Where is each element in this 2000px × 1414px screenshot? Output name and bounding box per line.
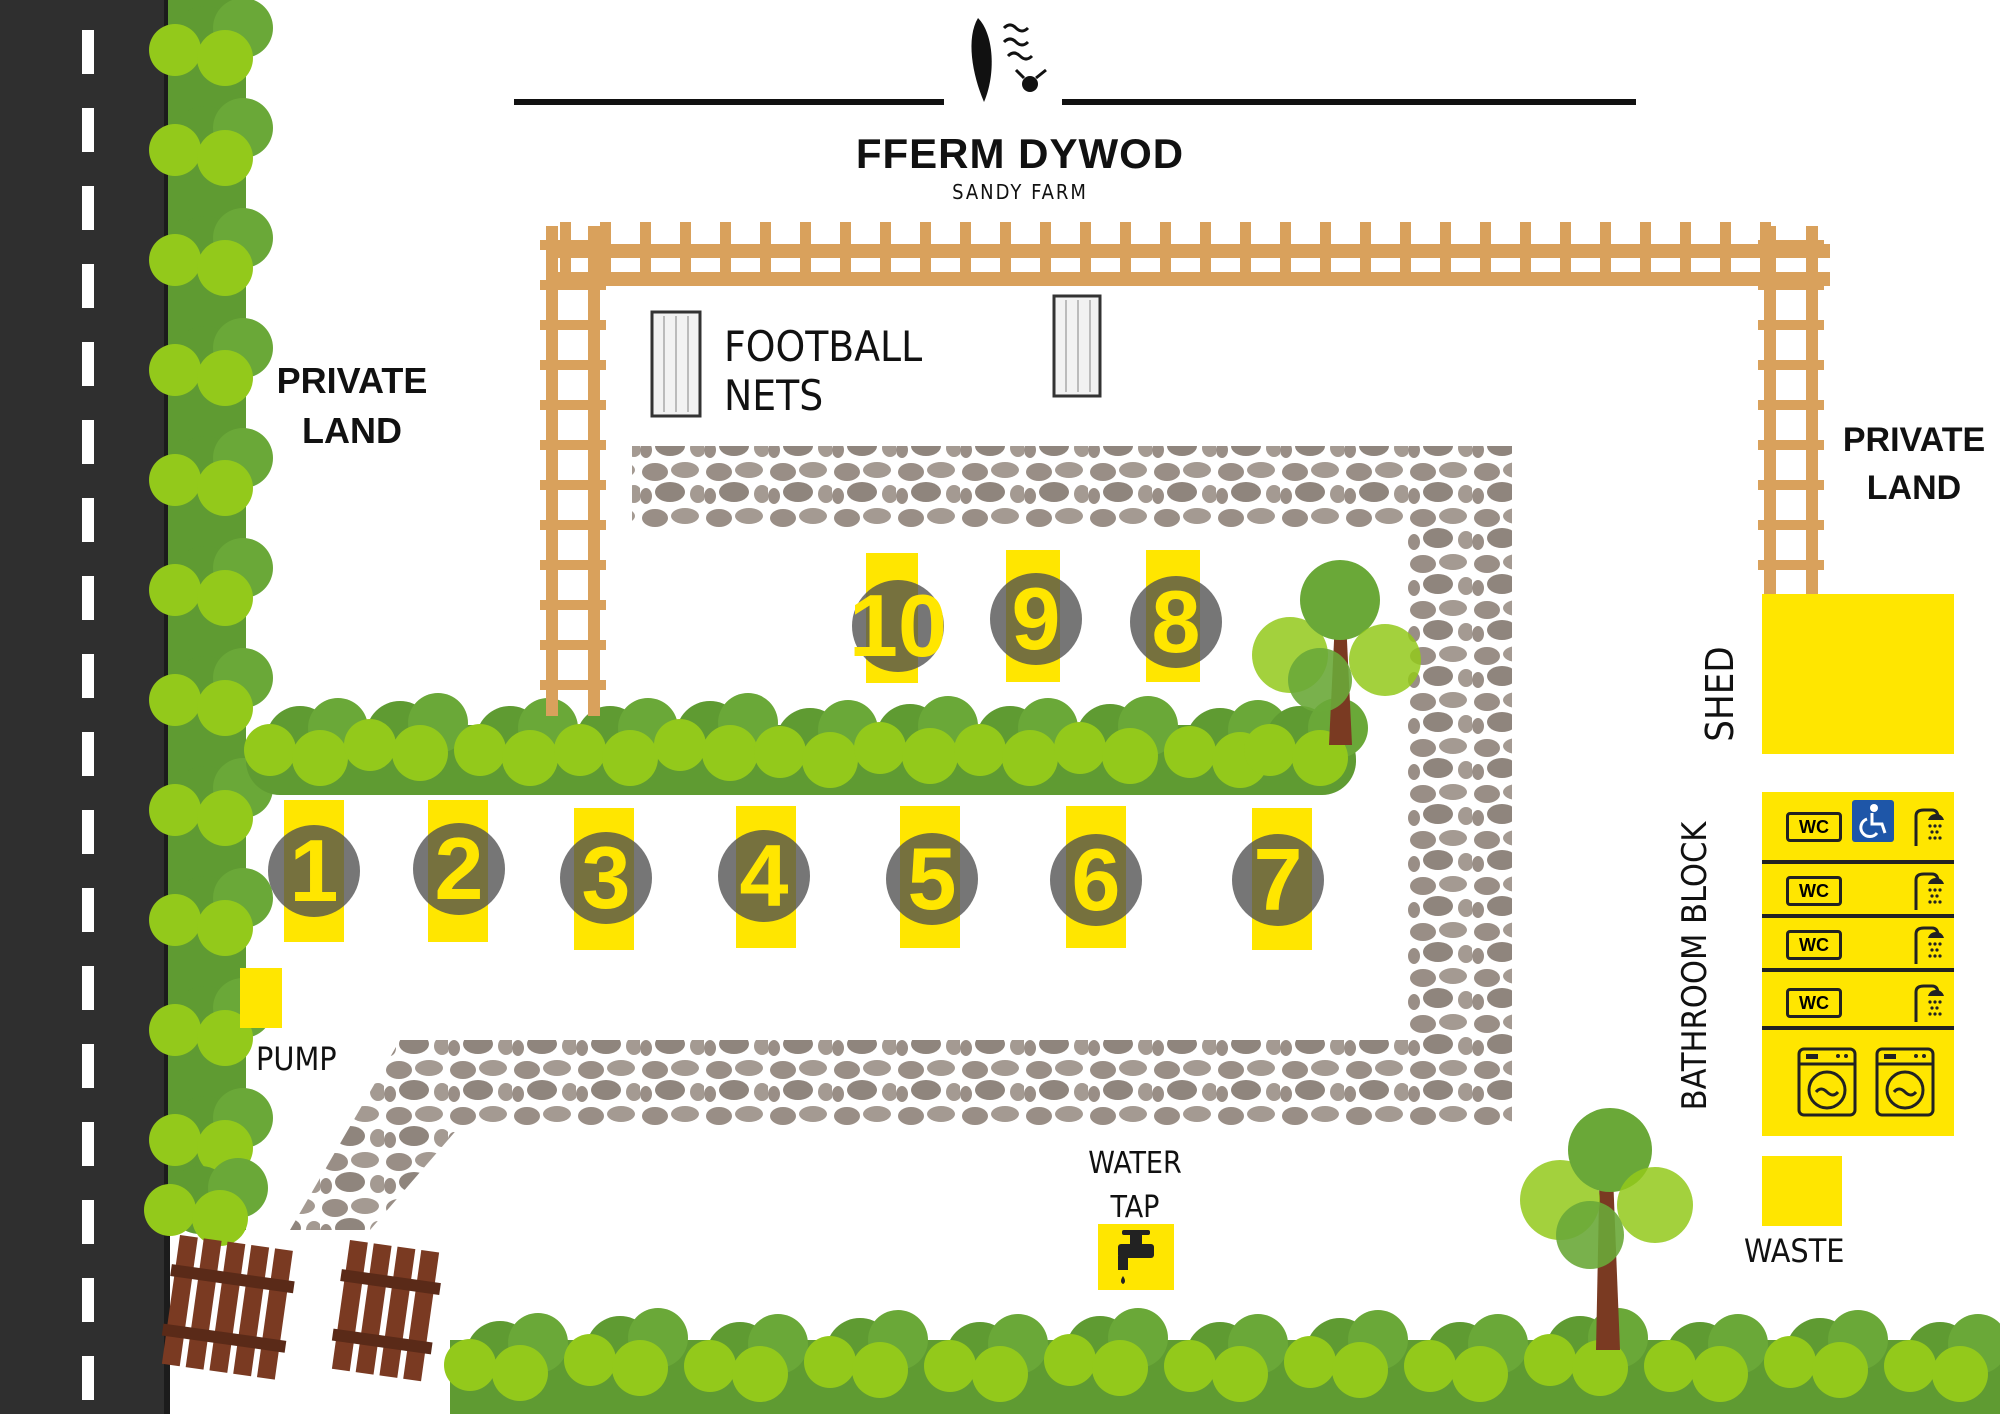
- pitch-number: 3: [581, 828, 631, 927]
- hedge-left: [144, 0, 273, 1246]
- water-tap-marker[interactable]: [1098, 1224, 1174, 1290]
- brand-subtitle: SANDY FARM: [952, 180, 1088, 204]
- lane-marking: [82, 1278, 94, 1322]
- header-rule-left: [514, 99, 944, 105]
- pitch-circle: [560, 832, 652, 924]
- shower-icon: [1914, 984, 1944, 1022]
- lane-marking: [82, 498, 94, 542]
- accessible-icon: [1852, 800, 1894, 842]
- washing-machine-icon: [1875, 1047, 1935, 1117]
- lane-marking: [82, 732, 94, 776]
- bathroom-block-label: BATHROOM BLOCK: [1675, 821, 1715, 1111]
- bathroom-unit[interactable]: WC: [1762, 792, 1954, 862]
- fence-pickets-top: [560, 222, 1771, 286]
- lane-marking: [82, 264, 94, 308]
- stone-path: [290, 446, 1512, 1230]
- lane-marking: [82, 654, 94, 698]
- lane-marking: [82, 1200, 94, 1244]
- pitch-number: 7: [1253, 830, 1303, 929]
- pitch-circle: [1130, 576, 1222, 668]
- bathroom-unit[interactable]: WC: [1762, 972, 1954, 1024]
- private-land-left: PRIVATE LAND: [276, 360, 428, 451]
- pitch-number: 4: [739, 826, 789, 925]
- lane-marking: [82, 1356, 94, 1400]
- shed[interactable]: [1762, 594, 1954, 754]
- wc-sign: WC: [1786, 812, 1842, 842]
- pump-label: PUMP: [256, 1040, 337, 1078]
- divider: [1762, 1026, 1954, 1030]
- lane-marking: [82, 810, 94, 854]
- pitch-number: 8: [1151, 572, 1201, 671]
- football-net-right: [1052, 294, 1102, 398]
- wc-sign: WC: [1786, 930, 1842, 960]
- pitch-number: 1: [289, 821, 339, 920]
- tree-upper: [1252, 560, 1421, 745]
- pitch-circle: [886, 833, 978, 925]
- pitch-circle: [268, 825, 360, 917]
- pitch-circle: [990, 573, 1082, 665]
- shower-icon: [1914, 872, 1944, 910]
- pitch-circle: [718, 830, 810, 922]
- divider: [1762, 968, 1954, 972]
- football-nets-label: FOOTBALL NETS: [724, 322, 923, 420]
- shower-icon: [1914, 808, 1944, 846]
- bathroom-unit[interactable]: WC: [1762, 864, 1954, 916]
- waste-marker[interactable]: [1762, 1156, 1842, 1226]
- lane-marking: [82, 888, 94, 932]
- pitch-circle: [413, 823, 505, 915]
- road: [0, 0, 168, 1414]
- shed-label: SHED: [1698, 646, 1742, 742]
- bathroom-block[interactable]: WC WC WC: [1762, 792, 1954, 1136]
- lane-marking: [82, 108, 94, 152]
- surfboard-logo-icon: [971, 18, 1047, 102]
- pitch-number: 6: [1071, 830, 1121, 929]
- lane-marking: [82, 30, 94, 74]
- shower-icon: [1914, 926, 1944, 964]
- lane-marking: [82, 966, 94, 1010]
- hedge-middle: [244, 693, 1368, 795]
- pitch-number: 10: [849, 576, 947, 675]
- lane-marking: [82, 342, 94, 386]
- wc-sign: WC: [1786, 988, 1842, 1018]
- private-land-right: PRIVATE LAND: [1842, 421, 1986, 507]
- divider: [1762, 860, 1954, 864]
- lane-marking: [82, 1044, 94, 1088]
- divider: [1762, 914, 1954, 918]
- pitch-circle: [1232, 834, 1324, 926]
- pitch-circle: [1050, 834, 1142, 926]
- pitch-number: 9: [1011, 569, 1061, 668]
- wc-sign: WC: [1786, 876, 1842, 906]
- lane-marking: [82, 186, 94, 230]
- pitch-number: 2: [434, 819, 484, 918]
- water-tap-icon: [1118, 1230, 1154, 1284]
- bathroom-unit[interactable]: WC: [1762, 918, 1954, 970]
- fence-rungs-right: [1758, 240, 1824, 570]
- pitch-circle: [852, 580, 944, 672]
- tree-lower: [1520, 1108, 1693, 1350]
- hedge-bottom: [444, 1308, 2000, 1414]
- lane-marking: [82, 420, 94, 464]
- football-net-left: [650, 310, 702, 418]
- water-tap-label: WATER TAP: [1088, 1146, 1182, 1225]
- entrance-gate: [161, 1235, 441, 1382]
- fence-rungs-left: [540, 240, 606, 690]
- lane-marking: [82, 576, 94, 620]
- fence: [540, 222, 1830, 716]
- waste-label: WASTE: [1744, 1232, 1845, 1270]
- pitch-number: 5: [907, 829, 957, 928]
- lane-marking: [82, 1122, 94, 1166]
- header-rule-right: [1062, 99, 1636, 105]
- washing-machine-icon: [1797, 1047, 1857, 1117]
- brand-title: FFERM DYWOD: [855, 130, 1185, 177]
- pump-marker[interactable]: [240, 968, 282, 1028]
